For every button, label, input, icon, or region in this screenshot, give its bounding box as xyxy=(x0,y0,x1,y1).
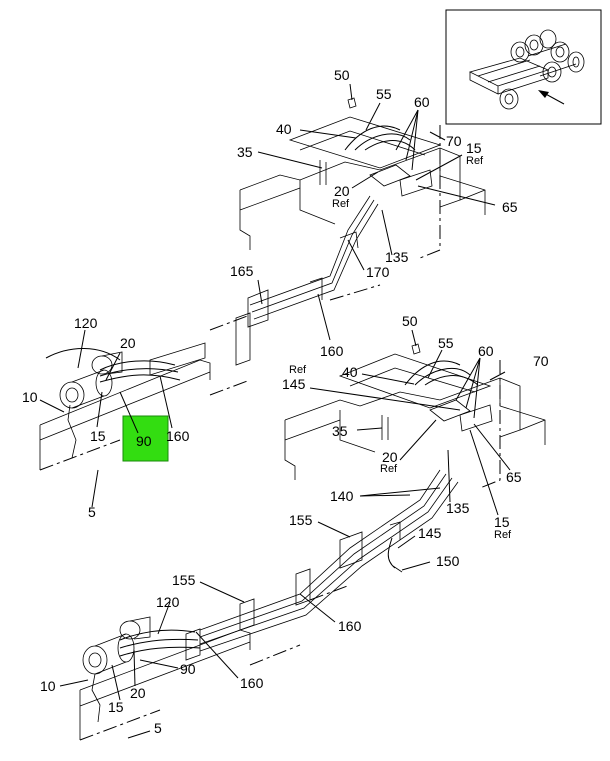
callout-10-top: 10 xyxy=(22,389,38,405)
callout-70-lower: 70 xyxy=(533,353,549,369)
callout-10-bot: 10 xyxy=(40,678,56,694)
callout-40-upper: 40 xyxy=(276,121,292,137)
callout-160-top: 160 xyxy=(166,428,190,444)
highlight-box[interactable] xyxy=(122,415,169,462)
lower-connector-assembly xyxy=(82,616,201,723)
lower-crossmember xyxy=(284,343,546,489)
callout-65-upper: 65 xyxy=(502,199,518,215)
ref-145: Ref xyxy=(289,364,307,376)
callout-65-lower: 65 xyxy=(506,469,522,485)
ref-15-lower: Ref xyxy=(494,529,512,541)
callout-160-b2: 160 xyxy=(240,675,264,691)
callout-135-lower: 135 xyxy=(446,500,470,516)
callout-60-upper: 60 xyxy=(414,94,430,110)
upper-harness xyxy=(209,195,381,366)
callout-120-bot: 120 xyxy=(156,594,180,610)
lower-harness xyxy=(185,469,459,661)
callout-15-bot: 15 xyxy=(108,699,124,715)
callout-170: 170 xyxy=(366,264,390,280)
callout-5-bot: 5 xyxy=(154,720,162,736)
callout-40-lower: 40 xyxy=(342,364,358,380)
callout-145-ref: 145 xyxy=(282,376,306,392)
callout-55-upper: 55 xyxy=(376,86,392,102)
callout-155-b: 155 xyxy=(172,572,196,588)
callout-150: 150 xyxy=(436,553,460,569)
callout-20-lower: 20 xyxy=(382,449,398,465)
callout-5-top: 5 xyxy=(88,504,96,520)
callout-120-top: 120 xyxy=(74,315,98,331)
callout-35-lower: 35 xyxy=(332,423,348,439)
upper-crossmember xyxy=(239,97,486,259)
callout-70-upper: 70 xyxy=(446,133,462,149)
callout-160-mid: 160 xyxy=(320,343,344,359)
locator-inset xyxy=(445,9,602,125)
ref-20-upper: Ref xyxy=(332,198,350,210)
callout-50-lower: 50 xyxy=(402,313,418,329)
callout-50-upper: 50 xyxy=(334,67,350,83)
callout-135-upper: 135 xyxy=(385,249,409,265)
callout-15-top: 15 xyxy=(90,428,106,444)
callout-20-bot: 20 xyxy=(130,685,146,701)
callout-145: 145 xyxy=(418,525,442,541)
leader-lines xyxy=(39,83,511,739)
callout-35-upper: 35 xyxy=(237,144,253,160)
ref-20-lower: Ref xyxy=(380,463,398,475)
locator-arrow-icon xyxy=(538,90,565,105)
callout-60-lower: 60 xyxy=(478,343,494,359)
callout-140: 140 xyxy=(330,488,354,504)
callout-15-lower: 15 xyxy=(494,514,510,530)
callout-90-top: 90 xyxy=(136,433,152,449)
callout-90-bot: 90 xyxy=(180,661,196,677)
callout-20-top: 20 xyxy=(120,335,136,351)
callout-15-upper: 15 xyxy=(466,140,482,156)
callout-155-a: 155 xyxy=(289,512,313,528)
ref-15-upper: Ref xyxy=(466,155,484,167)
callout-labels: 5 10 15 20 90 120 160 165 160 35 40 50 5… xyxy=(22,67,549,736)
callout-165: 165 xyxy=(230,263,254,279)
callout-20-upper: 20 xyxy=(334,183,350,199)
upper-connector-assembly xyxy=(45,342,206,459)
callout-55-lower: 55 xyxy=(438,335,454,351)
callout-160-b1: 160 xyxy=(338,618,362,634)
lower-frame-rail xyxy=(79,629,301,741)
